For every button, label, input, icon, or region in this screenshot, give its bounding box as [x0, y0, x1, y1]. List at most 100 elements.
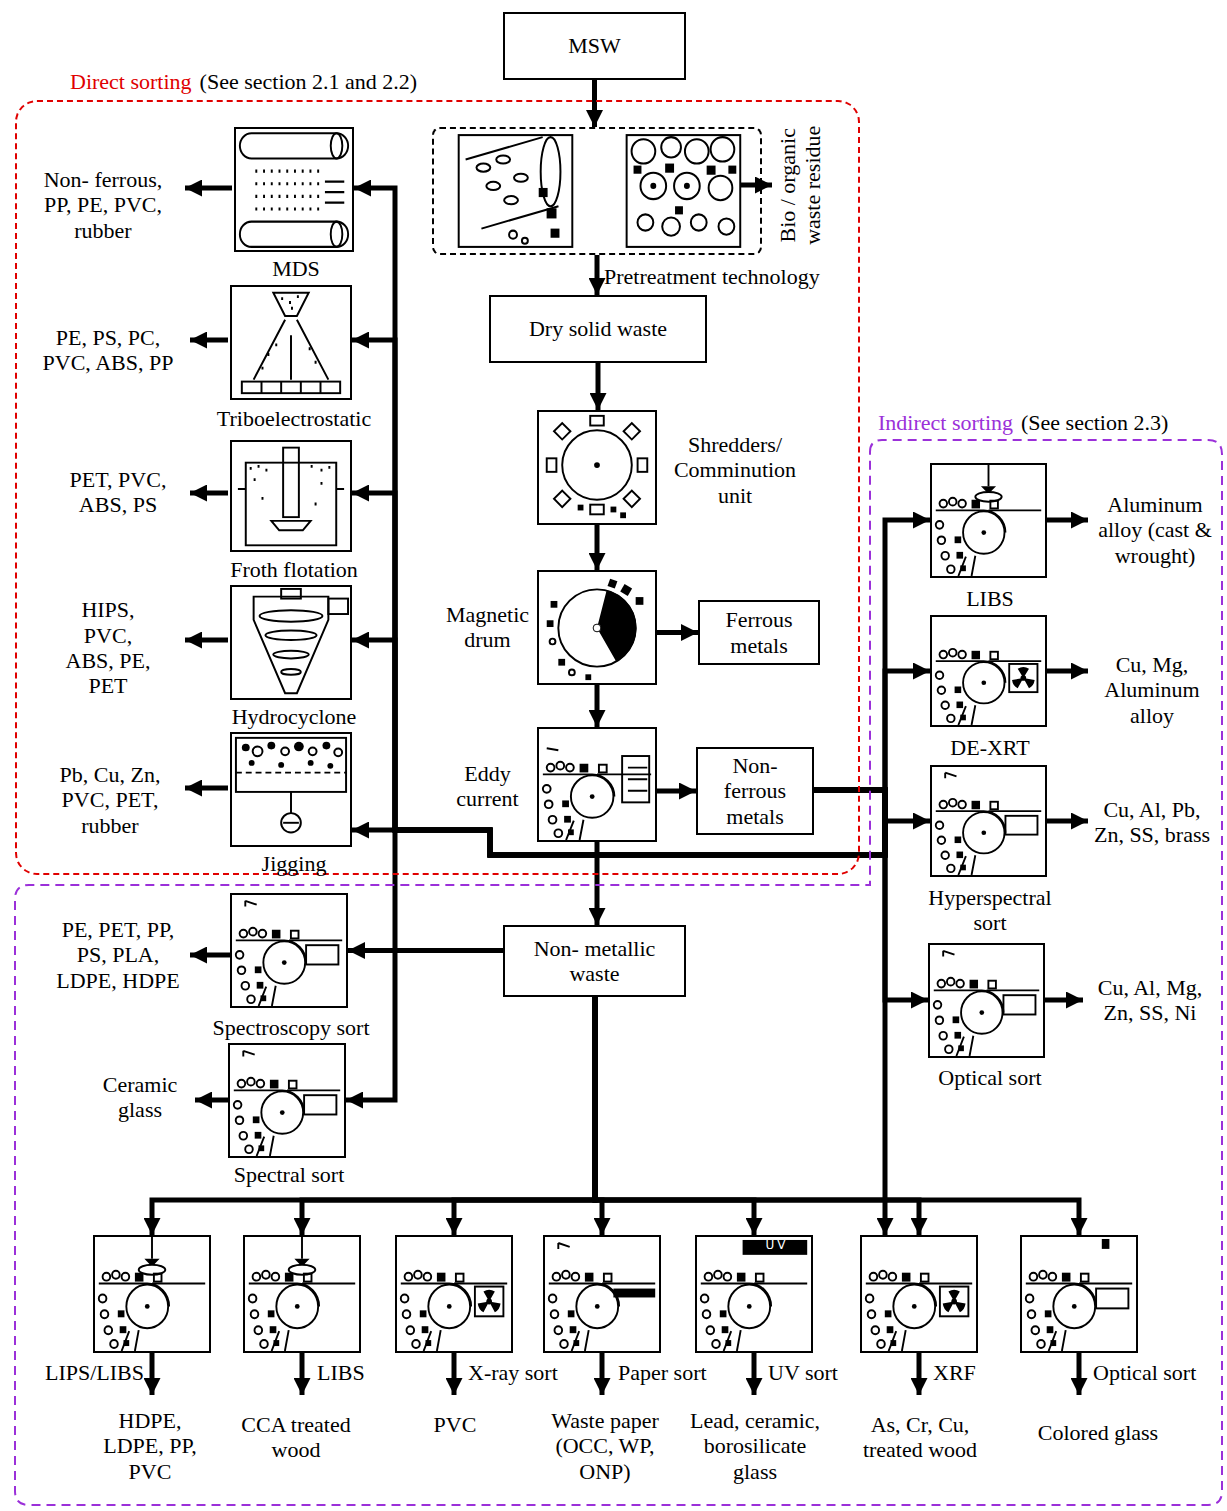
output-arrow [1077, 1353, 1082, 1395]
caption-wrap: LIBS [317, 1360, 387, 1385]
output-arrow [600, 1353, 605, 1395]
output-arrow [185, 786, 228, 791]
unit-caption: Magnetic drum [440, 602, 535, 653]
caption-wrap: Shredders/ Comminution unit [665, 432, 805, 508]
sensor-label: UV [747, 1239, 807, 1253]
output-arrow [195, 1098, 228, 1103]
box-text-wrap: Non- ferrous metals [698, 753, 812, 829]
sorting-unit: Jigging [230, 732, 352, 847]
caption-wrap: LIBS [940, 586, 1040, 611]
flow-connector [352, 493, 885, 855]
unit-caption: Paper sort [618, 1360, 728, 1385]
process-box: Non- ferrous metals [696, 747, 814, 835]
caption-wrap: DE-XRT [930, 735, 1050, 760]
output-text: Bio / organic waste residue [775, 115, 826, 255]
output-materials: HDPE, LDPE, PP, PVC [90, 1408, 210, 1484]
region-heading: Indirect sorting(See section 2.3) [878, 410, 1168, 435]
caption-wrap: Optical sort [915, 1065, 1065, 1090]
sorting-unit: Magnetic drum [537, 570, 657, 685]
output-arrow [752, 1353, 757, 1395]
output-arrow [190, 491, 228, 496]
sorting-unit: Hydrocyclone [230, 585, 352, 700]
output-materials: PE, PET, PP, PS, PLA, LDPE, HDPE [51, 917, 186, 993]
caption-wrap: Triboelectrostatic [194, 406, 394, 431]
output-arrow [300, 1353, 305, 1395]
sorting-region: Indirect sorting(See section 2.3)LIBSDE-… [15, 440, 1222, 1505]
output-text: Aluminum alloy (cast & wrought) [1095, 492, 1215, 568]
flow-connector [814, 671, 930, 790]
unit-caption: Pretreatment technology [604, 264, 854, 289]
unit-caption: Hydrocyclone [204, 704, 384, 729]
process-box: Non- metallic waste [503, 925, 686, 997]
unit-caption: LIBS [317, 1360, 387, 1385]
box-text-wrap: MSW [562, 33, 627, 58]
unit-illustration [232, 734, 350, 845]
output-materials: PET, PVC, ABS, PS [63, 467, 173, 518]
flow-connector [595, 685, 600, 727]
unit-caption: Triboelectrostatic [194, 406, 394, 431]
sorting-unit: UV sort [695, 1235, 813, 1353]
output-materials: Waste paper (OCC, WP, ONP) [540, 1408, 670, 1484]
unit-illustration [397, 1237, 511, 1351]
output-text: Lead, ceramic, borosilicate glass [683, 1408, 828, 1484]
output-text: Cu, Mg, Aluminum alloy [1092, 652, 1212, 728]
box-label: Non- ferrous metals [708, 753, 802, 829]
unit-illustration [545, 1237, 659, 1351]
output-text: Cu, Al, Pb, Zn, SS, brass [1090, 797, 1215, 848]
process-box: Ferrous metals [698, 600, 820, 665]
unit-illustration [539, 572, 655, 683]
output-arrow [185, 638, 228, 643]
caption-wrap: Hyperspectral sort [920, 885, 1060, 936]
process-box: MSW [503, 12, 686, 80]
output-arrow [190, 953, 230, 958]
sorting-unit: Optical sort [1020, 1235, 1138, 1353]
output-materials: Aluminum alloy (cast & wrought) [1095, 492, 1215, 568]
output-materials: As, Cr, Cu, treated wood [855, 1412, 985, 1463]
unit-caption: DE-XRT [930, 735, 1050, 760]
output-text: PVC [425, 1412, 485, 1437]
caption-wrap: Eddy current [440, 761, 535, 812]
output-materials: HIPS, PVC, ABS, PE, PET [61, 597, 156, 698]
unit-caption: Shredders/ Comminution unit [665, 432, 805, 508]
output-materials: Cu, Al, Mg, Zn, SS, Ni [1088, 975, 1213, 1026]
output-text: PET, PVC, ABS, PS [63, 467, 173, 518]
sorting-unit: Froth flotation [230, 440, 352, 552]
output-materials: Cu, Al, Pb, Zn, SS, brass [1090, 797, 1215, 848]
unit-caption: Hyperspectral sort [920, 885, 1060, 936]
unit-illustration [232, 895, 346, 1006]
sorting-unit: X-ray sort [395, 1235, 513, 1353]
unit-caption: MDS [246, 256, 346, 281]
caption-wrap: MDS [246, 256, 346, 281]
flow-connector [814, 790, 930, 821]
unit-illustration [236, 129, 352, 250]
output-materials: CCA treated wood [226, 1412, 366, 1463]
output-text: As, Cr, Cu, treated wood [855, 1412, 985, 1463]
output-materials: Lead, ceramic, borosilicate glass [683, 1408, 828, 1484]
output-arrow [1047, 518, 1088, 523]
output-text: Cu, Al, Mg, Zn, SS, Ni [1088, 975, 1213, 1026]
caption-wrap: Spectroscopy sort [191, 1015, 391, 1040]
unit-illustration [932, 767, 1045, 875]
unit-illustration [230, 1045, 344, 1156]
unit-caption: UV sort [768, 1360, 868, 1385]
unit-caption: LIBS [940, 586, 1040, 611]
unit-illustration [434, 129, 760, 253]
caption-wrap: Optical sort [1093, 1360, 1223, 1385]
sorting-unit: Optical sort [928, 943, 1045, 1058]
sorting-unit: LIPS/LIBS [93, 1235, 211, 1353]
unit-illustration [1022, 1237, 1136, 1351]
unit-illustration [932, 617, 1045, 725]
output-text: Waste paper (OCC, WP, ONP) [540, 1408, 670, 1484]
box-label: MSW [568, 33, 621, 58]
process-box: Dry solid waste [489, 295, 707, 363]
output-arrow [452, 1353, 457, 1395]
caption-wrap: Spectral sort [209, 1162, 369, 1187]
unit-caption: Eddy current [440, 761, 535, 812]
output-arrow [917, 1353, 922, 1395]
region-heading: Direct sorting(See section 2.1 and 2.2) [70, 69, 417, 94]
unit-illustration [539, 412, 655, 523]
unit-illustration [539, 729, 655, 840]
sorting-unit: Paper sort [543, 1235, 661, 1353]
caption-wrap: X-ray sort [468, 1360, 578, 1385]
